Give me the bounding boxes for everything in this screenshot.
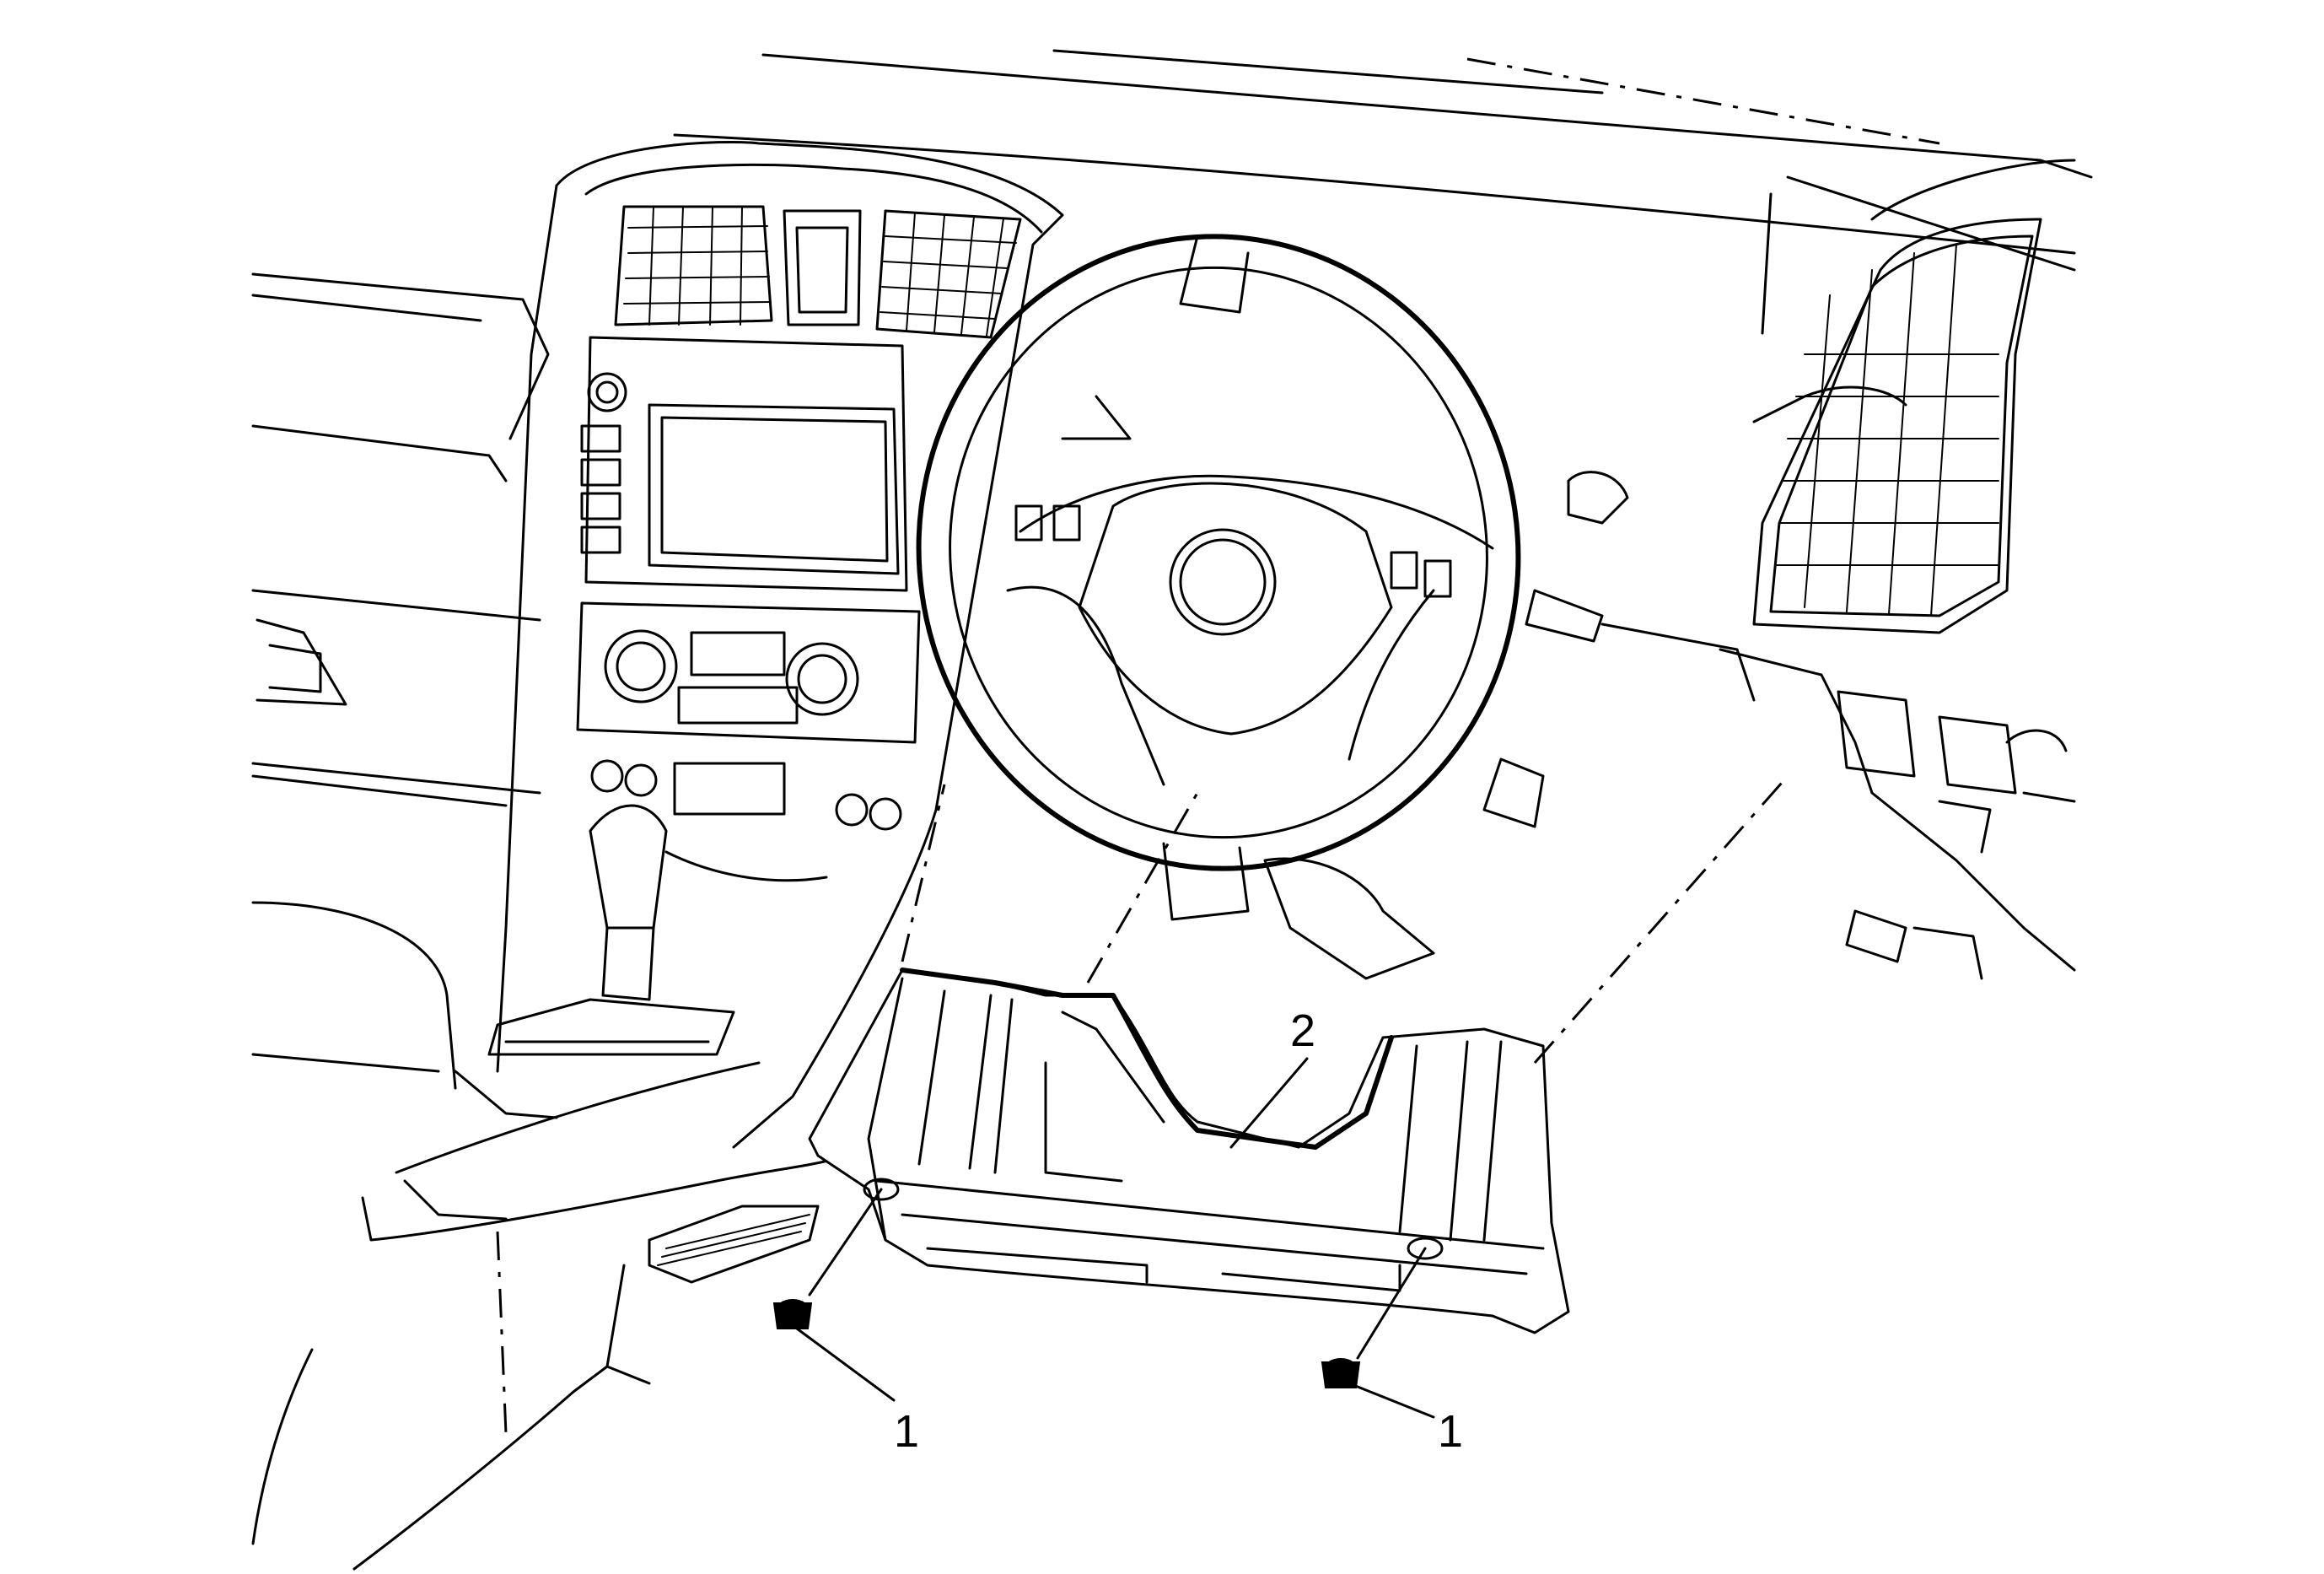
steering-column [1162, 471, 1756, 980]
alignment-lines [901, 775, 1789, 1064]
center-vents [614, 205, 1022, 339]
callout-1-right: 1 [1348, 1382, 1463, 1457]
lower-left-trim [251, 1205, 820, 1571]
knee-bolster-panel [808, 968, 1570, 1334]
fastener-left [772, 1188, 883, 1329]
gear-shifter [361, 804, 853, 1242]
callout-label-2: 2 [1290, 1005, 1315, 1056]
fastener-right [1321, 1247, 1427, 1388]
steering-wheel [916, 234, 1521, 871]
callout-label-1-left: 1 [894, 1406, 919, 1457]
callout-2: 2 [1229, 1005, 1315, 1149]
dashboard-top-lines [673, 49, 2093, 335]
callout-label-1-right: 1 [1438, 1406, 1463, 1457]
center-stack [496, 140, 1064, 1149]
callout-1-left: 1 [795, 1327, 919, 1457]
right-dashboard [1719, 159, 2076, 980]
